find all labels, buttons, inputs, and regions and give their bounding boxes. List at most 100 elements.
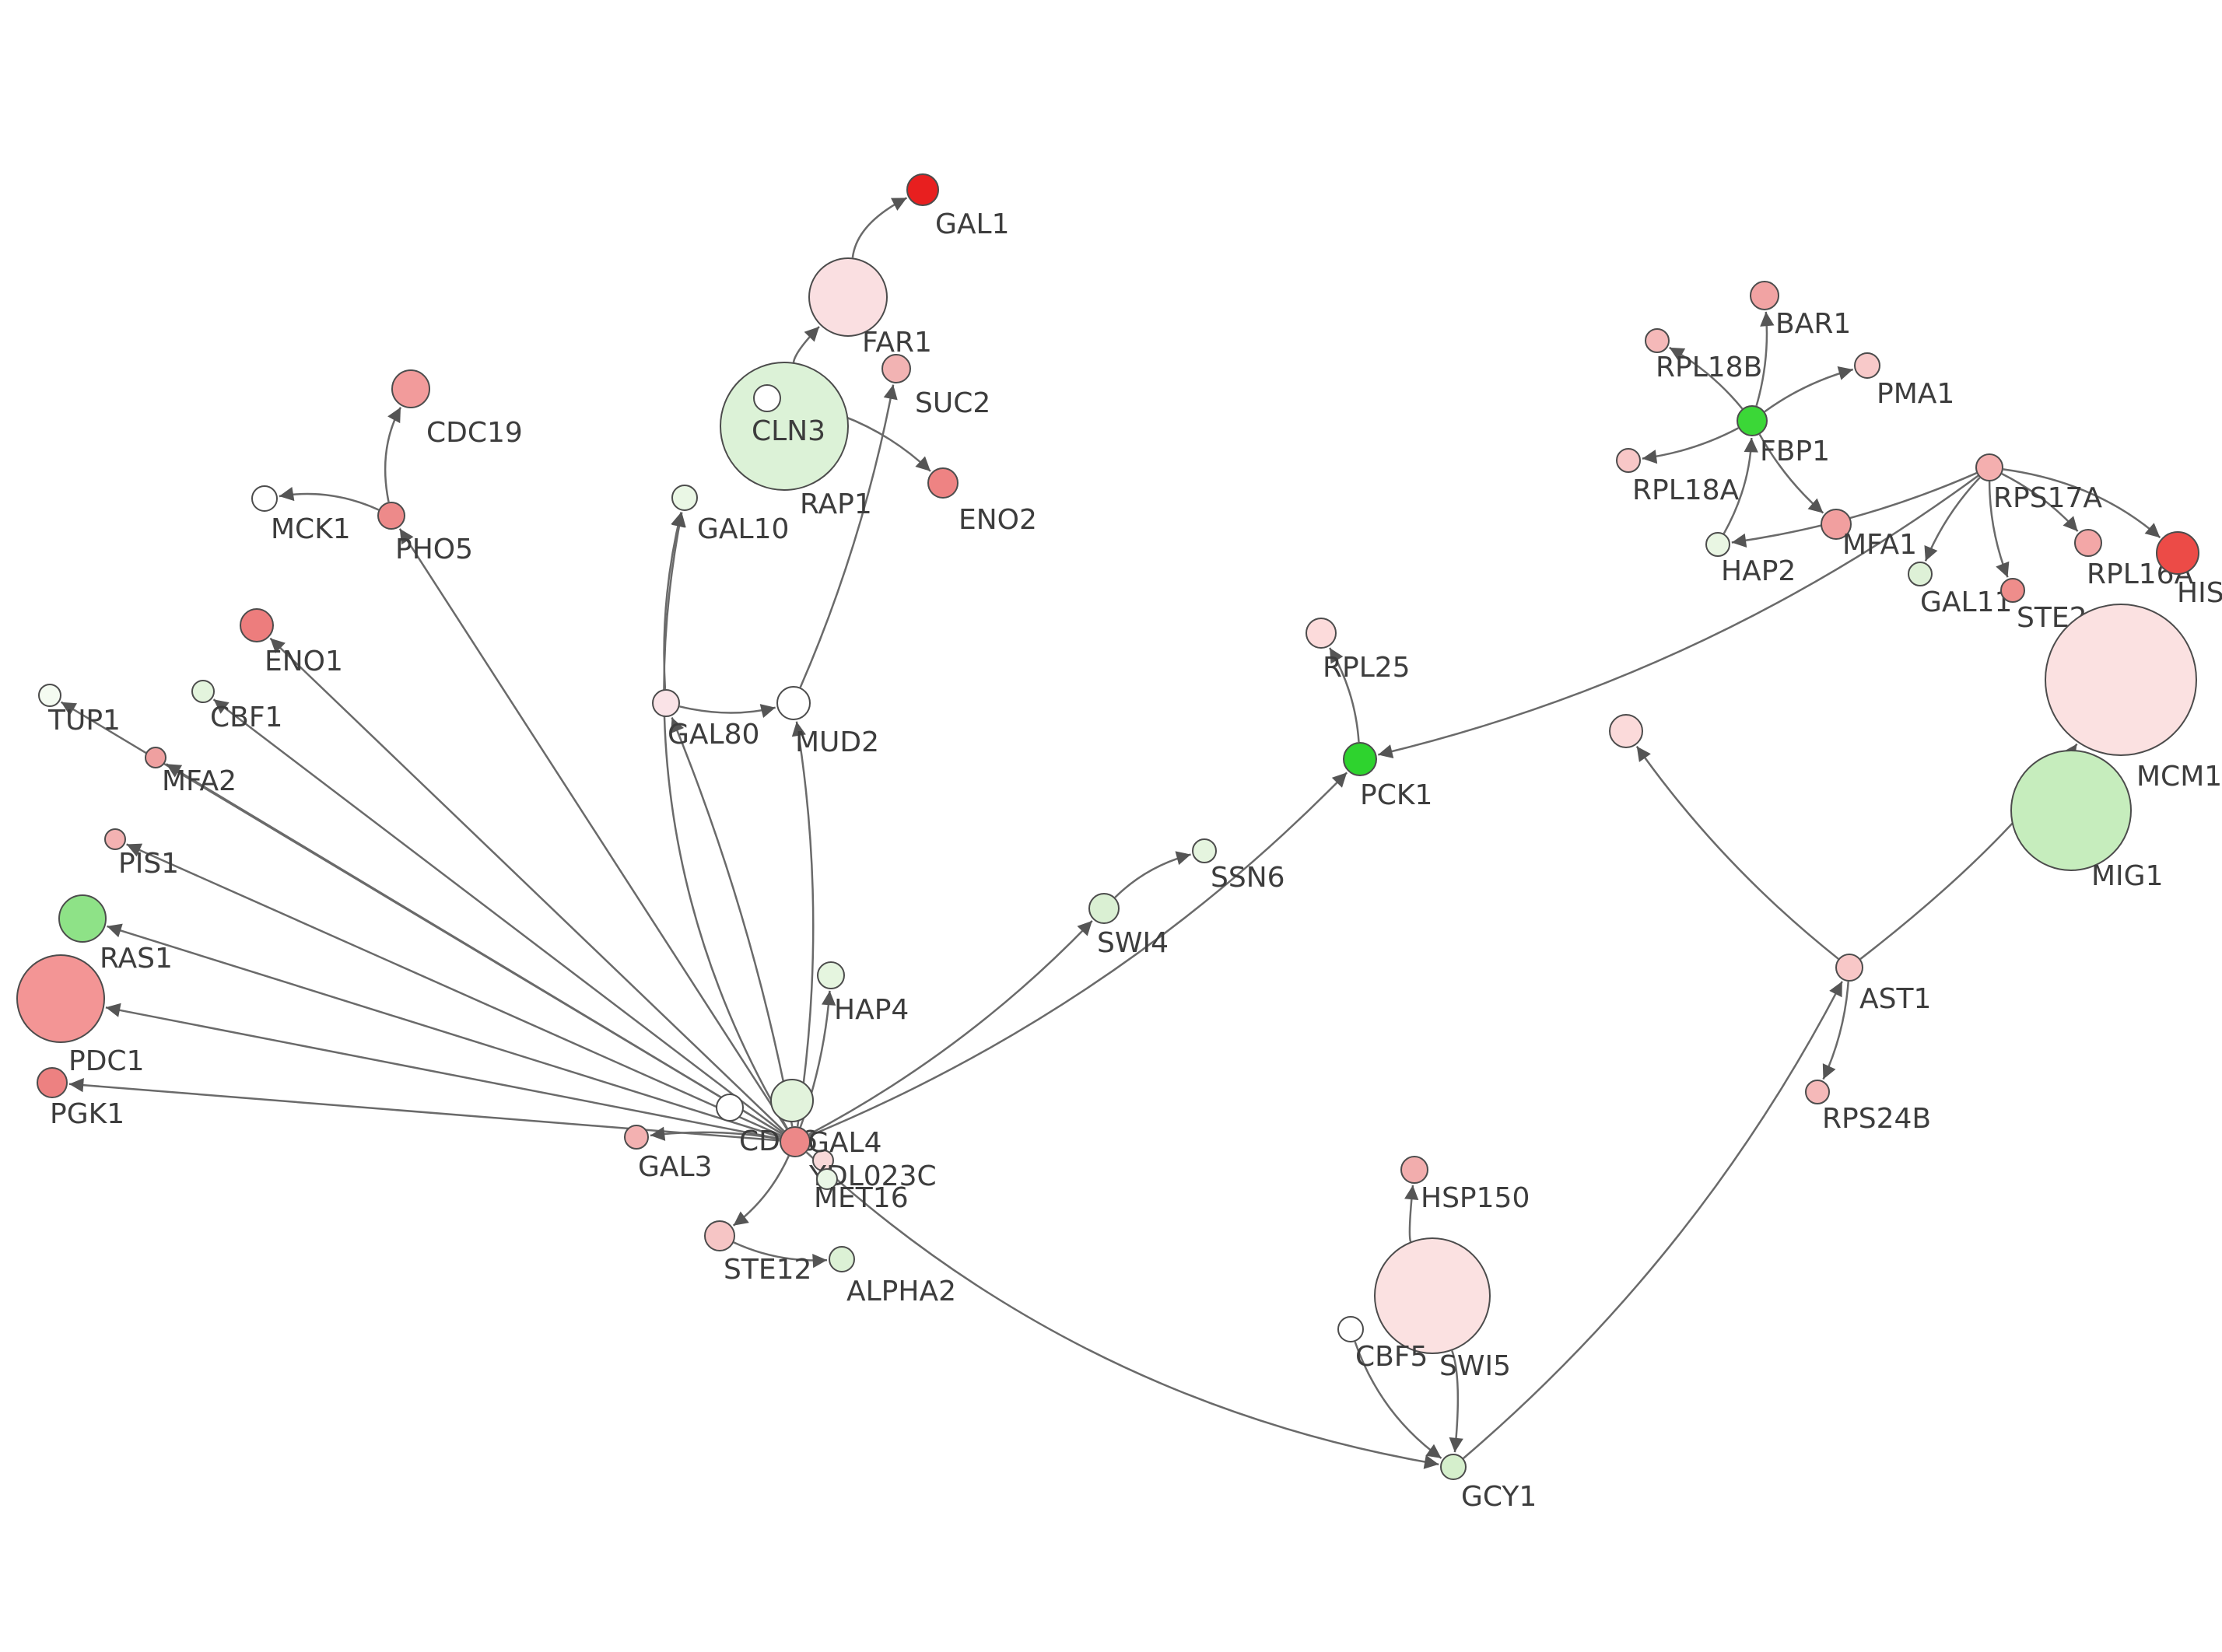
- node-cbf5[interactable]: [1337, 1316, 1364, 1342]
- node-label-rps17a: RPS17A: [1993, 482, 2102, 514]
- node-mfa1[interactable]: [1821, 509, 1852, 540]
- node-unlabeled1[interactable]: [1609, 714, 1643, 748]
- node-hap2[interactable]: [1705, 532, 1730, 557]
- edge-rps17a-pck1: [1378, 474, 1979, 759]
- node-gal4[interactable]: [780, 1126, 811, 1157]
- node-cbf1[interactable]: [191, 680, 215, 703]
- node-gal10[interactable]: [671, 485, 698, 511]
- edge-gal4-pdc1: [105, 1003, 780, 1140]
- node-rpl18a[interactable]: [1616, 448, 1641, 473]
- node-met16[interactable]: [816, 1168, 838, 1190]
- node-label-eno2: ENO2: [959, 504, 1037, 536]
- edge-ast1-unlabeled1: [1635, 745, 1839, 960]
- node-hsp150[interactable]: [1400, 1156, 1428, 1184]
- node-bar1[interactable]: [1750, 281, 1779, 310]
- node-label-rap1: RAP1: [800, 488, 872, 520]
- edge-gal80-gal10: [663, 512, 685, 690]
- edge-gal4-pck1: [809, 772, 1348, 1137]
- node-label-ste12: STE12: [724, 1254, 811, 1286]
- node-label-suc2: SUC2: [915, 387, 990, 419]
- edge-gal4-ste12: [732, 1155, 790, 1227]
- node-gal80[interactable]: [652, 689, 680, 717]
- node-label-gal3: GAL3: [638, 1151, 712, 1183]
- node-unlabeled2[interactable]: [770, 1079, 814, 1122]
- edge-rps17a-gal11: [1924, 477, 1981, 562]
- edge-fbp1-pma1: [1764, 366, 1854, 413]
- edge-gal4-gal10: [663, 512, 788, 1129]
- node-label-rpl18a: RPL18A: [1632, 474, 1740, 506]
- node-rpl16a[interactable]: [2074, 529, 2102, 557]
- edge-gal80-mud2: [679, 704, 776, 718]
- node-label-pis1: PIS1: [118, 848, 179, 880]
- node-mud2[interactable]: [776, 686, 811, 720]
- node-ste2[interactable]: [2000, 578, 2025, 603]
- node-hap4[interactable]: [817, 961, 845, 989]
- edge-ast1-rps24b: [1822, 981, 1849, 1080]
- node-label-far1: FAR1: [862, 327, 932, 359]
- node-eno1[interactable]: [240, 608, 274, 642]
- node-label-pho5: PHO5: [395, 534, 473, 565]
- node-rpl25[interactable]: [1306, 618, 1337, 649]
- edge-cln3-far1: [792, 326, 820, 363]
- node-label-met16: MET16: [814, 1182, 909, 1214]
- edge-rps17a-rpl16a: [2001, 472, 2079, 532]
- edge-layer: [60, 197, 2161, 1469]
- node-gal3[interactable]: [624, 1125, 649, 1150]
- node-swi4[interactable]: [1088, 893, 1120, 924]
- node-mig1[interactable]: [2010, 750, 2132, 871]
- edge-gal4-pgk1: [68, 1078, 780, 1142]
- edge-gal4-swi4: [808, 920, 1093, 1136]
- node-fbp1[interactable]: [1737, 405, 1768, 436]
- node-mfa2[interactable]: [145, 747, 166, 768]
- edge-gal4-mfa2: [166, 763, 783, 1135]
- node-cln3[interactable]: [720, 362, 849, 491]
- node-his4[interactable]: [2156, 531, 2199, 575]
- node-tup1[interactable]: [38, 684, 61, 707]
- edge-rps17a-his4: [2003, 468, 2161, 539]
- node-pck1[interactable]: [1343, 742, 1377, 776]
- node-label-mfa1: MFA1: [1842, 529, 1917, 561]
- node-ras1[interactable]: [58, 894, 107, 943]
- node-suc2[interactable]: [881, 354, 911, 383]
- node-label-hap4: HAP4: [834, 994, 909, 1026]
- node-pgk1[interactable]: [37, 1067, 68, 1098]
- node-rps24b[interactable]: [1805, 1080, 1830, 1104]
- node-label-pck1: PCK1: [1360, 779, 1432, 811]
- node-eno2[interactable]: [927, 467, 959, 499]
- node-gal11[interactable]: [1908, 562, 1933, 586]
- edge-gal4-gal3: [650, 1126, 780, 1141]
- node-pho5[interactable]: [377, 502, 405, 530]
- node-cdc19[interactable]: [391, 369, 430, 408]
- node-alpha2[interactable]: [829, 1246, 855, 1272]
- node-swi5[interactable]: [1374, 1237, 1491, 1354]
- node-pma1[interactable]: [1854, 352, 1880, 379]
- edge-pck1-rpl25: [1329, 647, 1360, 743]
- edge-fbp1-rpl18a: [1642, 427, 1739, 464]
- edge-gal4-gcy1: [805, 1151, 1439, 1469]
- node-rpl18b[interactable]: [1645, 328, 1670, 353]
- node-rps17a[interactable]: [1975, 453, 2003, 481]
- node-ste12[interactable]: [704, 1220, 735, 1251]
- node-label-gal80: GAL80: [668, 719, 759, 751]
- node-pdc1[interactable]: [16, 954, 105, 1043]
- node-ast1[interactable]: [1835, 954, 1863, 982]
- node-pis1[interactable]: [104, 828, 126, 850]
- node-far1[interactable]: [808, 257, 888, 337]
- edge-fbp1-rpl18b: [1669, 346, 1744, 410]
- edge-gal4-cbf1: [212, 698, 783, 1133]
- node-gcy1[interactable]: [1440, 1454, 1467, 1480]
- node-cdc6[interactable]: [716, 1094, 744, 1122]
- edge-rps17a-ste2: [1988, 481, 2010, 578]
- node-label-swi4: SWI4: [1097, 927, 1169, 959]
- edge-swi4-ssn6: [1114, 851, 1191, 898]
- node-mcm1[interactable]: [2045, 604, 2197, 756]
- node-gal1[interactable]: [906, 173, 939, 206]
- node-mck1[interactable]: [251, 485, 278, 512]
- edge-gal4-pis1: [126, 843, 782, 1137]
- edge-pho5-cdc19: [384, 407, 402, 502]
- node-rap1[interactable]: [753, 384, 781, 412]
- node-ssn6[interactable]: [1192, 838, 1217, 863]
